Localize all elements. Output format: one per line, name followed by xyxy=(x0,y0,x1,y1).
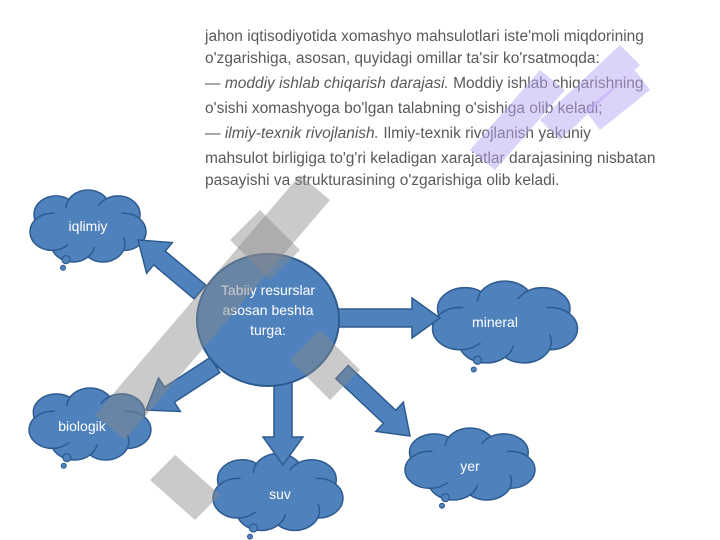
paragraph-factor-2: — ilmiy-texnik rivojlanish. Ilmiy-texnik… xyxy=(205,123,715,145)
paragraph-factor-2-cont: mahsulot birligiga to'g'ri keladigan xar… xyxy=(205,150,656,189)
cloud-label-suv: suv xyxy=(269,486,291,502)
arrow-to-mineral xyxy=(334,296,442,340)
cloud-iqlimiy xyxy=(29,189,147,271)
cloud-yer xyxy=(404,427,536,509)
paragraph-factor-1: — moddiy ishlab chiqarish darajasi. Modd… xyxy=(205,73,715,95)
dash: — xyxy=(205,75,221,92)
cloud-mineral xyxy=(431,280,579,373)
factor-1-text: Moddiy ishlab chiqarishning xyxy=(453,75,644,92)
arrow-to-iqlimiy xyxy=(137,239,207,300)
cloud-label-yer: yer xyxy=(460,458,480,474)
arrow-to-biologik xyxy=(144,356,221,413)
cloud-suv xyxy=(212,452,344,540)
factor-2-text: Ilmiy-texnik rivojlanish yakuniy xyxy=(383,125,591,142)
paragraph-factor-1-cont: o'sishi xomashyoga bo'lgan talabning o's… xyxy=(205,100,603,117)
cloud-label-biologik: biologik xyxy=(58,418,106,434)
paragraph-intro: jahon iqtisodiyotida xomashyo mahsulotla… xyxy=(205,28,644,67)
arrow-to-suv xyxy=(261,379,305,467)
center-circle xyxy=(196,253,340,387)
dash: — xyxy=(205,125,221,142)
arrow-to-yer xyxy=(334,364,411,437)
cloud-biologik xyxy=(28,387,152,469)
factor-2-title: ilmiy-texnik rivojlanish. xyxy=(224,125,379,142)
cloud-label-iqlimiy: iqlimiy xyxy=(68,218,108,234)
cloud-label-mineral: mineral xyxy=(472,314,518,330)
factor-1-title: moddiy ishlab chiqarish darajasi. xyxy=(224,75,449,92)
body-text: jahon iqtisodiyotida xomashyo mahsulotla… xyxy=(205,26,715,195)
center-label: Tabiiy resurslar asosan beshta turga: xyxy=(220,282,316,338)
